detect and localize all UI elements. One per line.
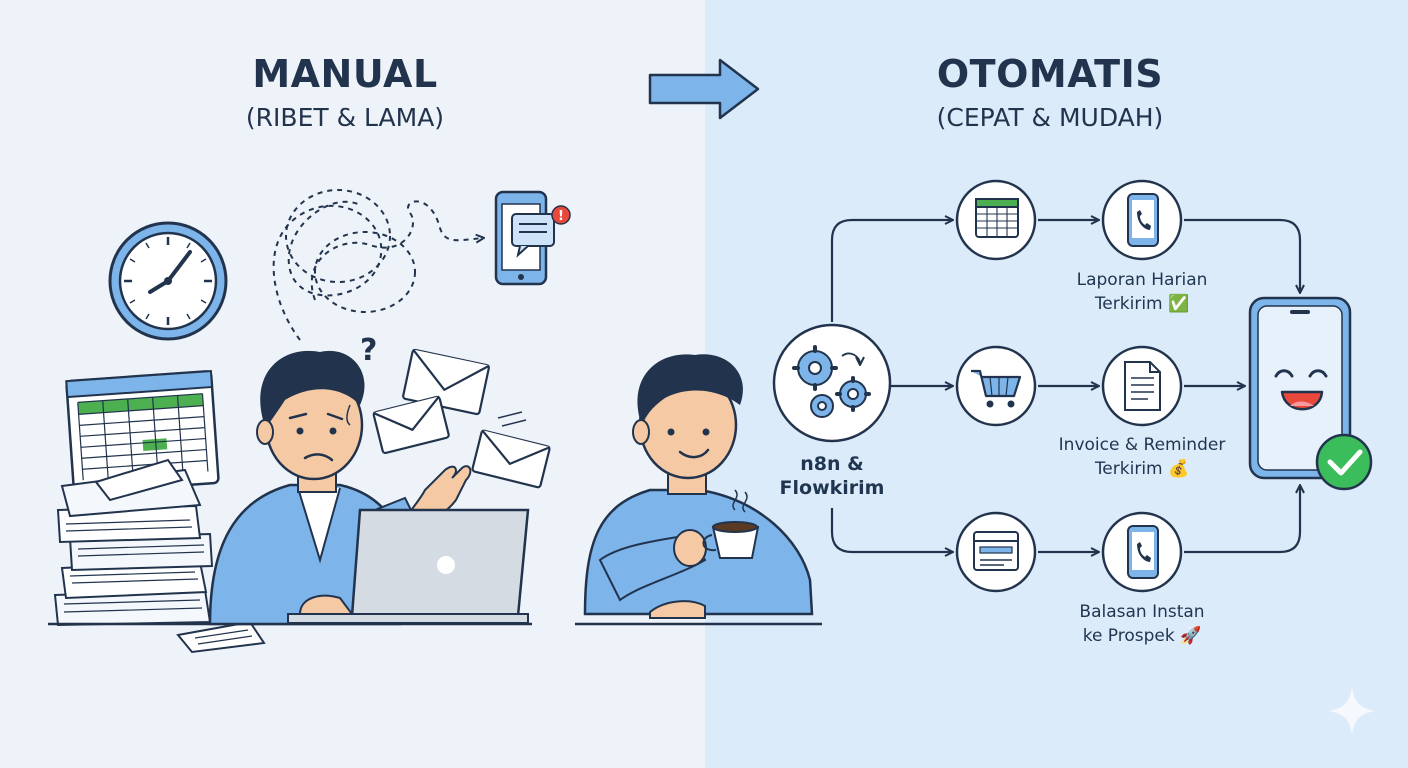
flow-caption-daily-report: Laporan Harian Terkirim ✅: [1076, 270, 1208, 314]
tangled-path-icon: [272, 189, 483, 341]
flow-connectors: [830, 220, 1300, 552]
flow-node-document: [1101, 345, 1183, 427]
success-check-icon: [1315, 433, 1373, 491]
hub-label: n8n & Flowkirim: [779, 453, 885, 499]
flow-caption-invoice-reminder: Invoice & Reminder Terkirim 💰: [1058, 435, 1226, 479]
question-mark: ?: [360, 333, 377, 368]
flow-node-phone-1: [1101, 179, 1183, 261]
svg-text:!: !: [558, 209, 564, 224]
manual-title: MANUAL: [252, 52, 438, 96]
flow-node-spreadsheet: [955, 179, 1037, 261]
happy-phone-icon: [1248, 296, 1352, 480]
flow-node-phone-2: [1101, 511, 1183, 593]
envelope-icons: [372, 348, 551, 489]
flow-node-cart: [955, 345, 1037, 427]
phone-notification-icon: !: [494, 190, 571, 286]
loose-paper-icon: [176, 620, 266, 654]
paper-stack-icon: [53, 458, 214, 627]
manual-subtitle: (RIBET & LAMA): [245, 103, 445, 132]
flow-node-web-form: [955, 511, 1037, 593]
flow-caption-instant-reply: Balasan Instan ke Prospek 🚀: [1079, 602, 1205, 646]
automated-subtitle: (CEPAT & MUDAH): [936, 103, 1164, 132]
spreadsheet-window-icon: [65, 369, 220, 494]
transition-arrow-icon: [648, 58, 760, 120]
sparkle-icon: [1329, 688, 1375, 734]
automation-hub-node: [772, 323, 892, 443]
relaxed-person-illustration: [583, 354, 814, 619]
clock-icon: [108, 221, 228, 341]
stressed-person-illustration: [208, 350, 530, 626]
automated-title: OTOMATIS: [936, 52, 1164, 96]
